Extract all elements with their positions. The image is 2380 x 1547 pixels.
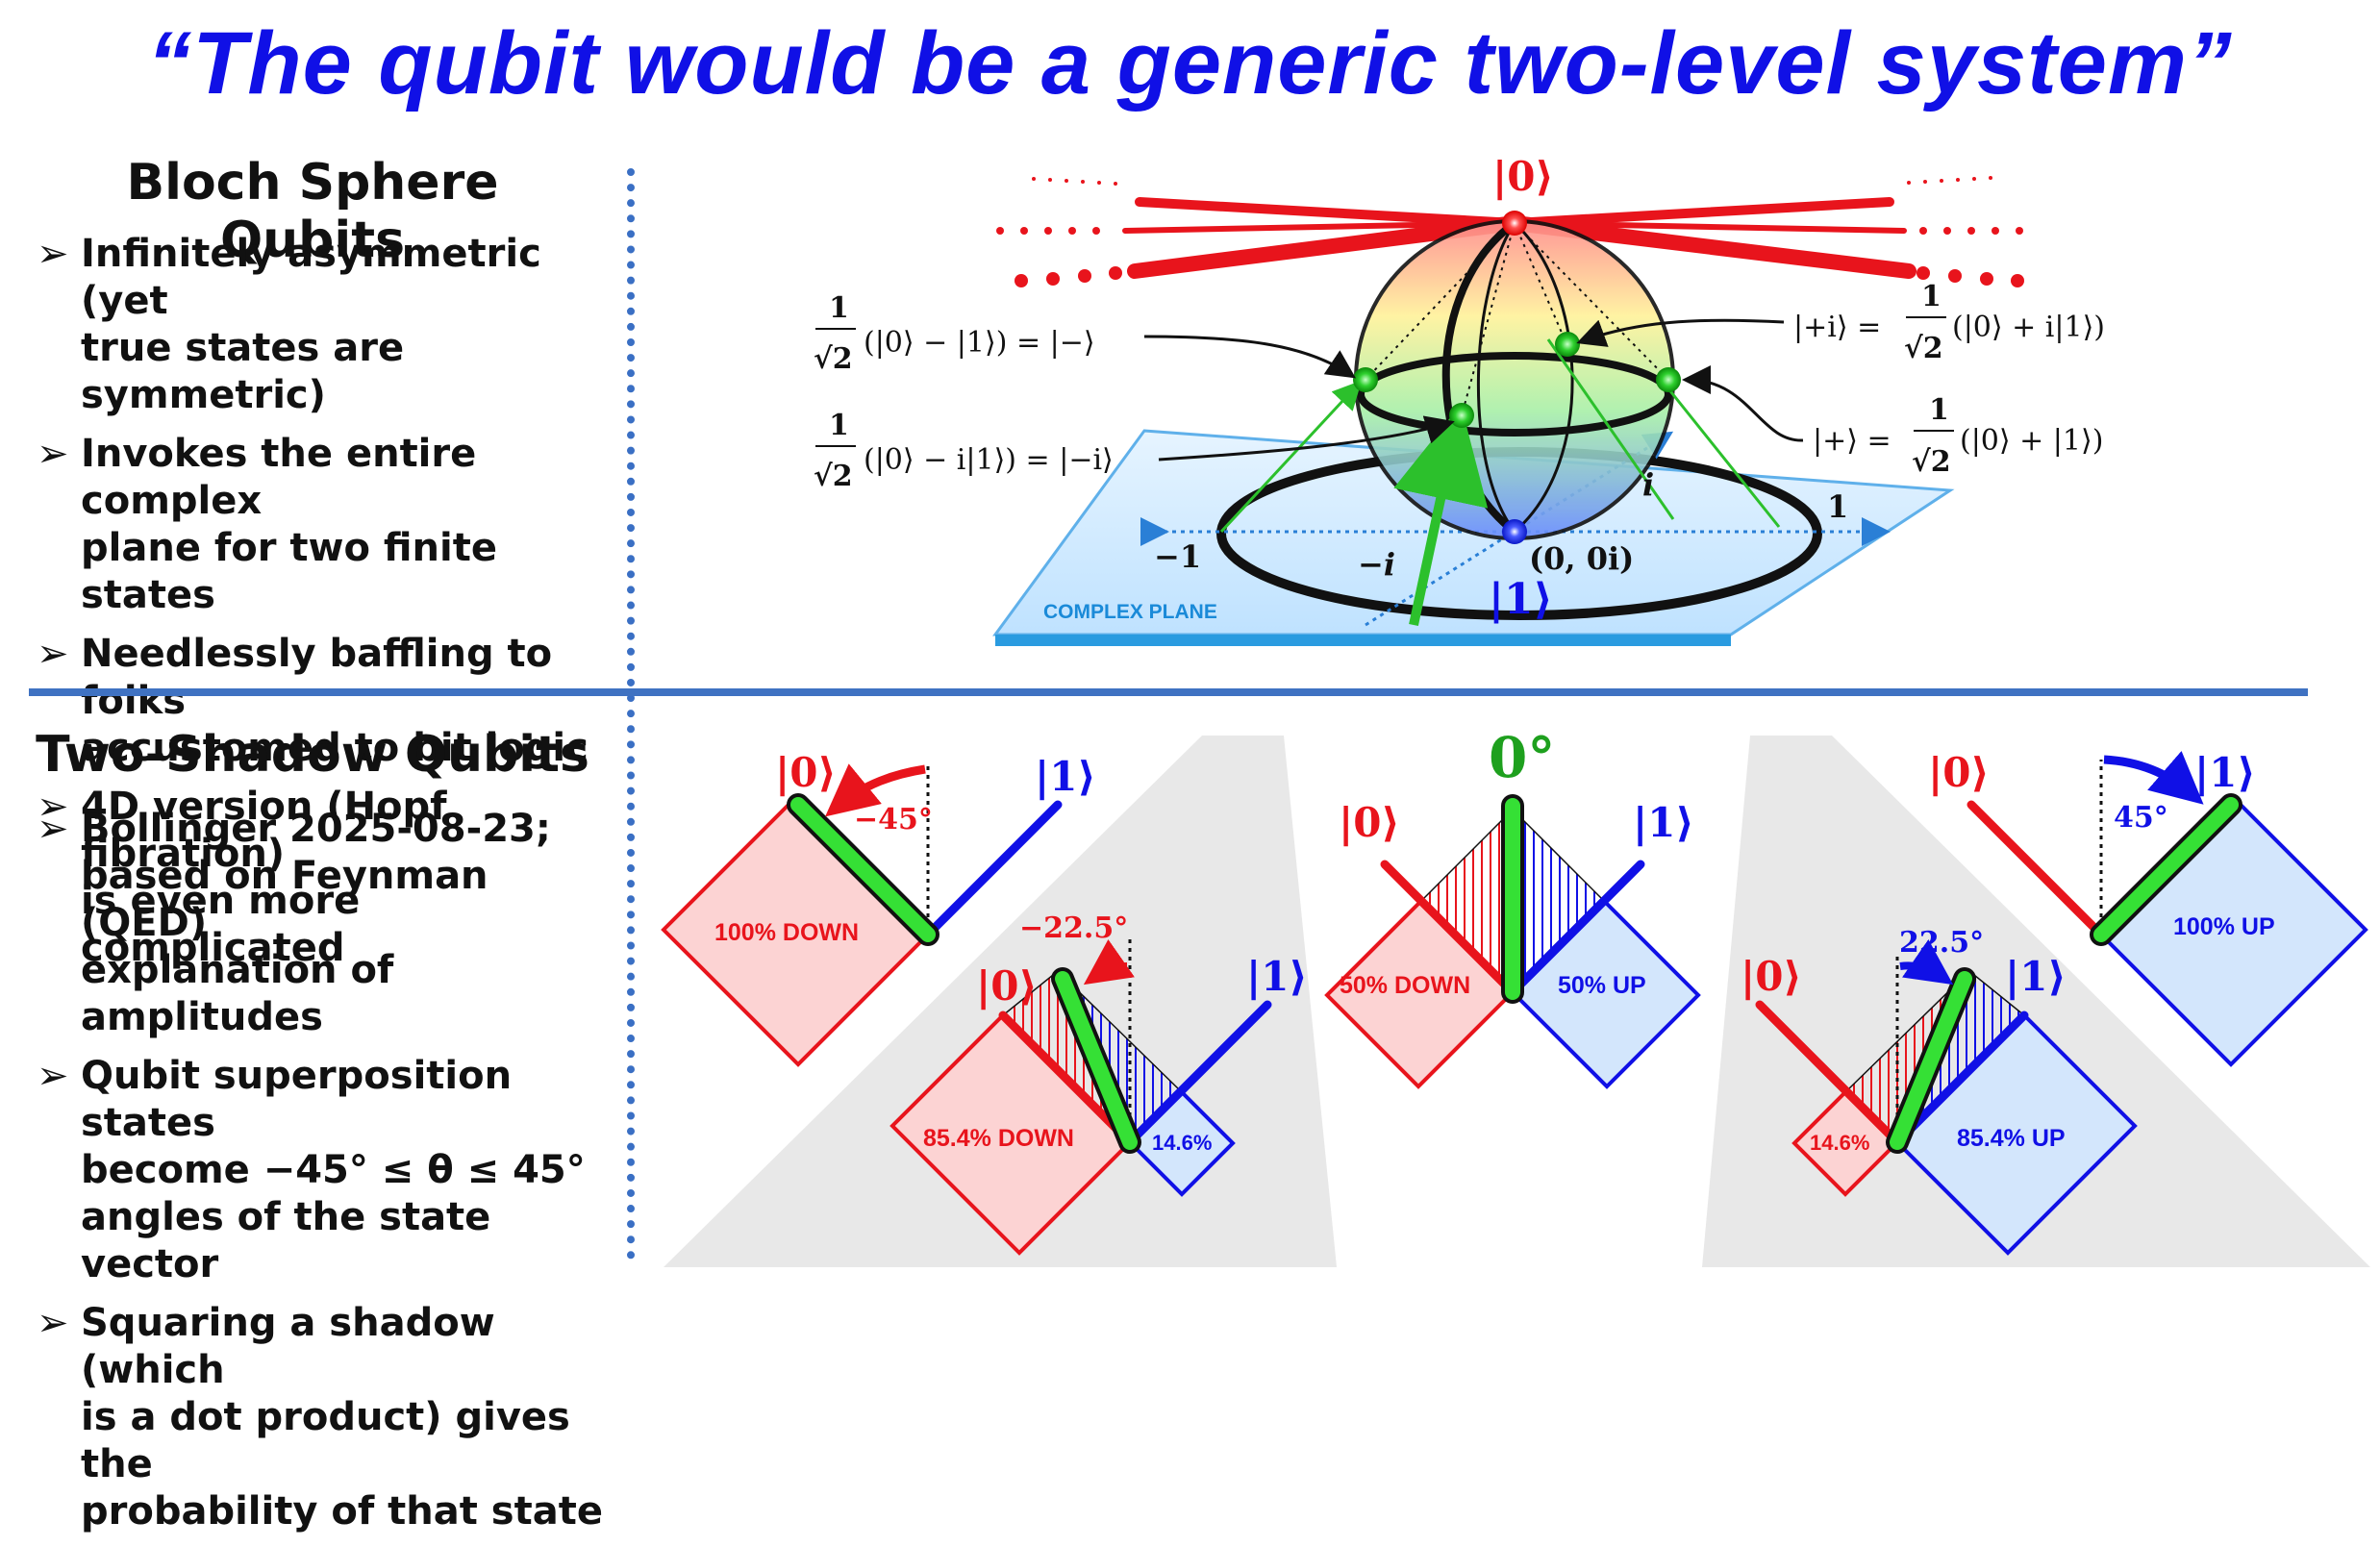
state-dot-zero [1502,211,1527,236]
svg-text:(|0⟩ + |1⟩): (|0⟩ + |1⟩) [1960,424,2103,458]
svg-text:|+i⟩ =: |+i⟩ = [1793,311,1881,344]
down-label: 14.6% [1810,1131,1869,1155]
state-dot-minus-i [1449,403,1474,428]
svg-text:√2: √2 [1912,445,1951,479]
shadow-diagram-22: 22.5° |0⟩ |1⟩ 14.6% 85.4% UP [1741,926,2138,1256]
state-dot-plus [1656,367,1681,392]
up-label: 100% UP [2173,913,2275,940]
list-item: ➢4D version (Hopf fibration)is even more… [37,785,447,970]
svg-text:√2: √2 [814,342,853,376]
svg-text:1: 1 [1929,393,1949,427]
state-dot-minus [1353,367,1378,392]
zero-label: |0⟩ [1928,749,1990,796]
angle-label: 45° [2114,801,2168,835]
arrow-bullet-icon: ➢ [37,432,69,476]
shadow-diagram-0: 0° |0⟩ |1⟩ 50% DOWN 50% UP [1324,725,1701,1089]
list-item: ➢Bollinger 2025-08-23;based on Feynman (… [37,807,551,1039]
arrow-bullet-icon: ➢ [37,232,69,276]
bloch-sphere [1354,219,1675,540]
arrow-bullet-icon: ➢ [37,785,69,829]
up-label: 14.6% [1152,1131,1212,1155]
origin-label: (0, 0i) [1529,540,1634,577]
shadow-diagram-45: 45° |0⟩ |1⟩ 100% UP [1928,749,2368,1067]
vertical-divider [627,168,635,1260]
bottom-state-label: |1⟩ [1489,575,1553,624]
equation-plus: |+⟩ = 1 √2 (|0⟩ + |1⟩) [1813,393,2103,479]
bloch-heading: Bloch Sphere Qubits [126,154,499,269]
svg-text:1: 1 [829,291,849,325]
axis-label-pos1: 1 [1827,488,1848,525]
one-label: |1⟩ [2194,749,2256,796]
state-vectors [1219,338,1781,627]
equation-minus-i: 1 √2 (|0⟩ − i|1⟩) = |−i⟩ [814,409,1114,493]
svg-text:(|0⟩ − i|1⟩) = |−i⟩: (|0⟩ − i|1⟩) = |−i⟩ [864,443,1114,477]
angle-label: −45° [854,803,933,836]
zero-label: |0⟩ [976,962,1038,1010]
arrow-bullet-icon: ➢ [37,1054,69,1098]
top-state-label: |0⟩ [1492,153,1554,200]
down-label: 50% DOWN [1340,972,1470,999]
angle-label: −22.5° [1019,911,1128,945]
shadow-diagram-neg22: −22.5° |0⟩ |1⟩ 85.4% DOWN 14.6% [889,911,1308,1256]
equation-minus: 1 √2 (|0⟩ − |1⟩) = |−⟩ [814,291,1095,376]
svg-text:√2: √2 [814,460,853,493]
state-dot-one [1502,519,1527,544]
arrow-bullet-icon: ➢ [37,1301,69,1345]
angle-label: 22.5° [1899,926,1984,960]
up-label: 85.4% UP [1957,1125,2066,1152]
sphere-meridian [1476,222,1516,533]
infinite-rays [1122,197,1917,279]
bloch-diagram: COMPLEX PLANE [814,153,2105,646]
down-label: 85.4% DOWN [923,1125,1074,1152]
axis-label-i: i [1642,466,1654,503]
one-label: |1⟩ [2005,953,2067,1000]
arrow-bullet-icon: ➢ [37,807,69,851]
one-label: |1⟩ [1633,799,1694,846]
shadow-heading: Two-Shadow Qubits [36,726,589,784]
equation-plus-i: |+i⟩ = 1 √2 (|0⟩ + i|1⟩) [1793,280,2105,365]
callout-arrows [1143,318,1804,462]
svg-text:1: 1 [1921,280,1942,313]
zero-label: |0⟩ [775,749,837,796]
angle-label: 0° [1489,725,1555,790]
axis-label-neg-i: −i [1358,546,1395,583]
one-label: |1⟩ [1035,753,1096,800]
slide-title: “The qubit would be a generic two-level … [147,14,2233,112]
complex-plane-edge [995,635,1731,646]
up-label: 50% UP [1558,972,1646,999]
svg-text:(|0⟩ + i|1⟩): (|0⟩ + i|1⟩) [1952,311,2105,344]
svg-text:√2: √2 [1904,332,1943,365]
svg-text:1: 1 [829,409,849,442]
state-dot-plus-i [1555,332,1580,357]
arrow-bullet-icon: ➢ [37,632,69,676]
zero-label: |0⟩ [1339,799,1400,846]
shadow-diagram-neg45: −45° |0⟩ |1⟩ 100% DOWN [661,749,1096,1067]
ray-dots [996,176,2024,287]
complex-plane-label: COMPLEX PLANE [1043,601,1217,623]
dotted-guides [1365,222,1669,416]
down-label: 100% DOWN [714,919,859,946]
horizontal-divider [29,688,2308,696]
axis-label-neg1: −1 [1154,538,1201,575]
zero-label: |0⟩ [1741,953,1802,1000]
one-label: |1⟩ [1246,953,1308,1000]
svg-text:|+⟩ =: |+⟩ = [1813,424,1891,458]
diagram-canvas: COMPLEX PLANE [661,153,2370,1267]
svg-text:(|0⟩ − |1⟩) = |−⟩: (|0⟩ − |1⟩) = |−⟩ [864,326,1095,360]
